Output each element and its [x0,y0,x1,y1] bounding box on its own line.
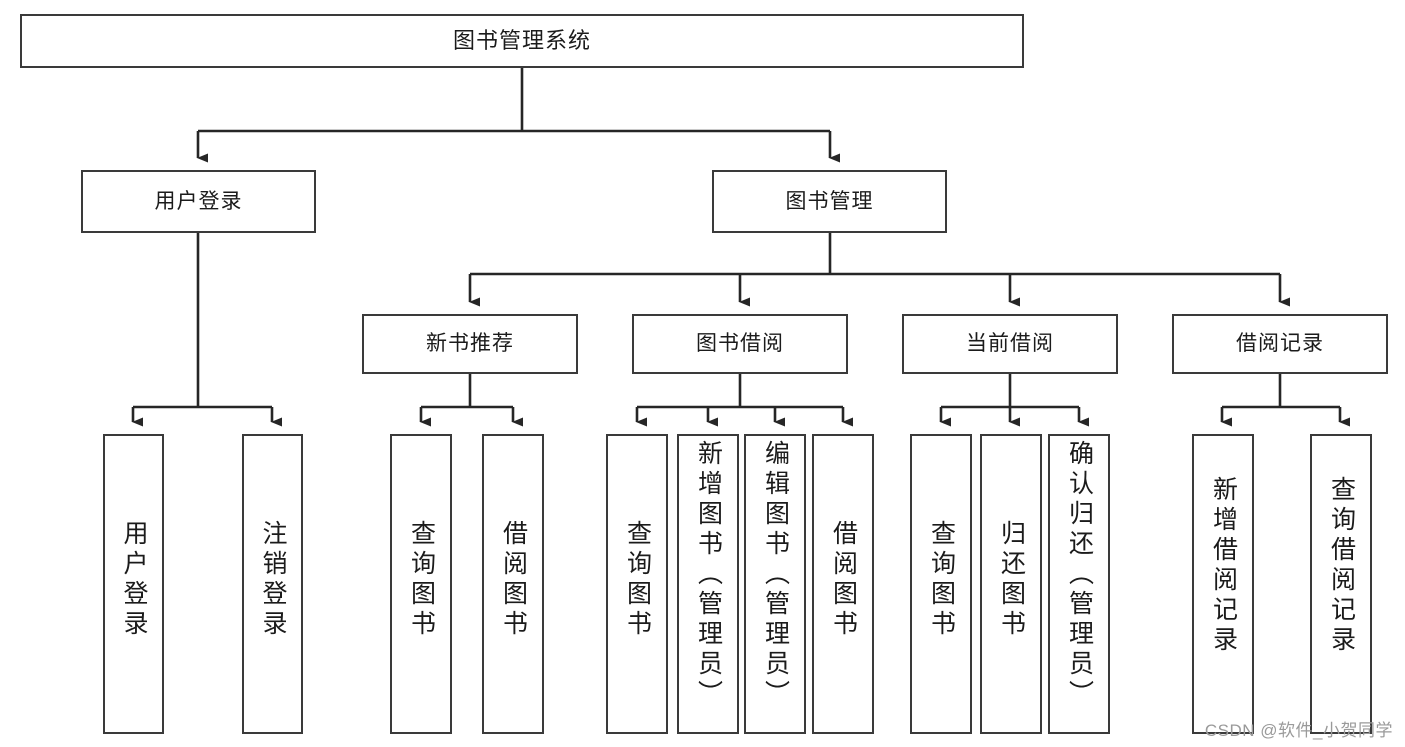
node-label: 新书推荐 [426,332,514,356]
leaf-current-borrow-confirm-return-admin[interactable]: 确认归还（管理员） [1048,434,1110,734]
node-new-book-recommend[interactable]: 新书推荐 [362,314,578,374]
node-label: 确认归还（管理员） [1065,440,1094,710]
node-label: 用户登录 [120,520,148,640]
leaf-book-borrow-query-book[interactable]: 查询图书 [606,434,668,734]
node-label: 当前借阅 [966,332,1054,356]
node-label: 查询借阅记录 [1327,476,1356,656]
node-label: 图书借阅 [696,332,784,356]
leaf-borrow-record-add-record[interactable]: 新增借阅记录 [1192,434,1254,734]
node-label: 图书管理系统 [452,27,591,53]
node-label: 借阅图书 [829,520,858,640]
node-label: 图书管理 [785,189,874,213]
node-user-login[interactable]: 用户登录 [81,170,316,233]
node-book-borrow[interactable]: 图书借阅 [632,314,848,374]
leaf-new-book-query-book[interactable]: 查询图书 [390,434,452,734]
node-root-system[interactable]: 图书管理系统 [20,14,1024,68]
node-label: 新增图书（管理员） [694,440,723,710]
leaf-borrow-record-query-record[interactable]: 查询借阅记录 [1310,434,1372,734]
node-label: 注销登录 [259,520,287,640]
node-label: 借阅图书 [499,520,528,640]
node-label: 编辑图书（管理员） [761,440,790,710]
node-borrow-record[interactable]: 借阅记录 [1172,314,1388,374]
node-label: 借阅记录 [1236,332,1324,356]
node-label: 归还图书 [997,520,1026,640]
leaf-user-login-logout[interactable]: 注销登录 [242,434,303,734]
leaf-current-borrow-query-book[interactable]: 查询图书 [910,434,972,734]
node-label: 查询图书 [623,520,652,640]
leaf-current-borrow-return-book[interactable]: 归还图书 [980,434,1042,734]
node-label: 查询图书 [927,520,956,640]
node-book-management[interactable]: 图书管理 [712,170,947,233]
node-current-borrow[interactable]: 当前借阅 [902,314,1118,374]
leaf-new-book-borrow-book[interactable]: 借阅图书 [482,434,544,734]
node-label: 用户登录 [154,189,243,213]
node-label: 查询图书 [407,520,436,640]
leaf-user-login-login[interactable]: 用户登录 [103,434,164,734]
leaf-book-borrow-borrow-book[interactable]: 借阅图书 [812,434,874,734]
leaf-book-borrow-edit-book-admin[interactable]: 编辑图书（管理员） [744,434,806,734]
node-label: 新增借阅记录 [1209,476,1238,656]
leaf-book-borrow-add-book-admin[interactable]: 新增图书（管理员） [677,434,739,734]
